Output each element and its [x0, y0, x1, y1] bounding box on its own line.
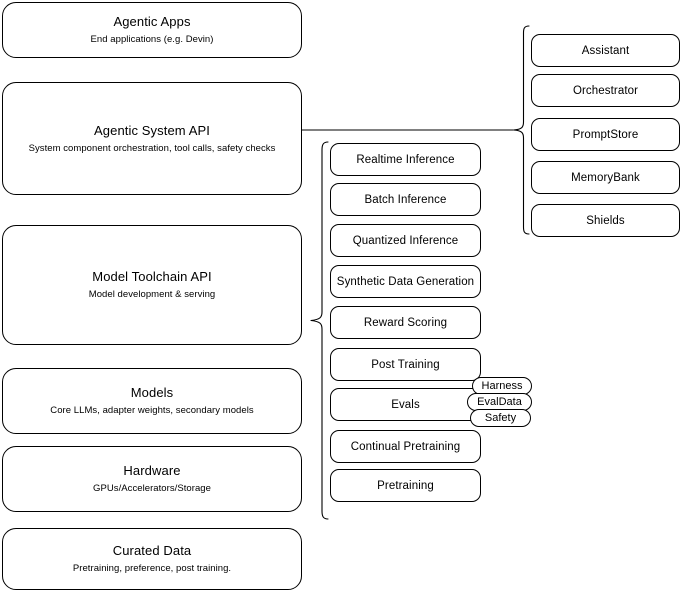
capability-realtime-inference[interactable]: Realtime Inference	[330, 143, 481, 176]
component-promptstore[interactable]: PromptStore	[531, 118, 680, 151]
component-assistant[interactable]: Assistant	[531, 34, 680, 67]
capability-synthetic-data-generation[interactable]: Synthetic Data Generation	[330, 265, 481, 298]
component-label: Shields	[586, 214, 625, 227]
pill-label: EvalData	[477, 396, 522, 408]
layer-subtitle: GPUs/Accelerators/Storage	[93, 483, 211, 494]
capability-label: Synthetic Data Generation	[336, 275, 475, 288]
layer-subtitle: Core LLMs, adapter weights, secondary mo…	[50, 405, 254, 416]
capability-label: Reward Scoring	[363, 316, 448, 329]
layer-title: Model Toolchain API	[92, 269, 212, 284]
layer-subtitle: End applications (e.g. Devin)	[90, 34, 214, 45]
capability-evals[interactable]: Evals	[330, 388, 481, 421]
pill-label: Harness	[481, 380, 523, 392]
evals-pill-safety[interactable]: Safety	[470, 409, 531, 427]
capability-batch-inference[interactable]: Batch Inference	[330, 183, 481, 216]
brace-middle-path	[310, 141, 329, 520]
component-label: Assistant	[581, 44, 630, 57]
layer-title: Agentic Apps	[113, 14, 191, 29]
capability-post-training[interactable]: Post Training	[330, 348, 481, 381]
component-memorybank[interactable]: MemoryBank	[531, 161, 680, 194]
capability-label: Continual Pretraining	[350, 440, 461, 453]
capability-reward-scoring[interactable]: Reward Scoring	[330, 306, 481, 339]
capability-label: Evals	[391, 398, 420, 411]
capability-continual-pretraining[interactable]: Continual Pretraining	[330, 430, 481, 463]
capability-label: Post Training	[371, 358, 440, 371]
layer-title: Models	[130, 385, 174, 400]
capability-label: Batch Inference	[364, 193, 447, 206]
component-label: Orchestrator	[572, 84, 639, 97]
layer-title: Agentic System API	[94, 122, 210, 138]
capability-quantized-inference[interactable]: Quantized Inference	[330, 224, 481, 257]
layer-subtitle: Pretraining, preference, post training.	[72, 563, 232, 574]
component-orchestrator[interactable]: Orchestrator	[531, 74, 680, 107]
capability-label: Quantized Inference	[352, 234, 459, 247]
component-label: PromptStore	[572, 128, 639, 141]
component-label: MemoryBank	[571, 171, 640, 184]
layer-title: Hardware	[123, 463, 181, 478]
capability-label: Realtime Inference	[356, 153, 455, 166]
layer-hardware[interactable]: Hardware GPUs/Accelerators/Storage	[2, 446, 302, 512]
pill-label: Safety	[484, 412, 517, 424]
layer-models[interactable]: Models Core LLMs, adapter weights, secon…	[2, 368, 302, 434]
layer-agentic-system-api[interactable]: Agentic System API System component orch…	[2, 82, 302, 195]
capability-label: Pretraining	[377, 479, 434, 492]
brace-right-path	[512, 25, 530, 235]
layer-agentic-apps[interactable]: Agentic Apps End applications (e.g. Devi…	[2, 2, 302, 58]
layer-curated-data[interactable]: Curated Data Pretraining, preference, po…	[2, 528, 302, 590]
layer-model-toolchain-api[interactable]: Model Toolchain API Model development & …	[2, 225, 302, 345]
capability-pretraining[interactable]: Pretraining	[330, 469, 481, 502]
layer-subtitle: System component orchestration, tool cal…	[28, 142, 276, 154]
component-shields[interactable]: Shields	[531, 204, 680, 237]
layer-title: Curated Data	[112, 543, 192, 558]
layer-subtitle: Model development & serving	[88, 289, 216, 300]
